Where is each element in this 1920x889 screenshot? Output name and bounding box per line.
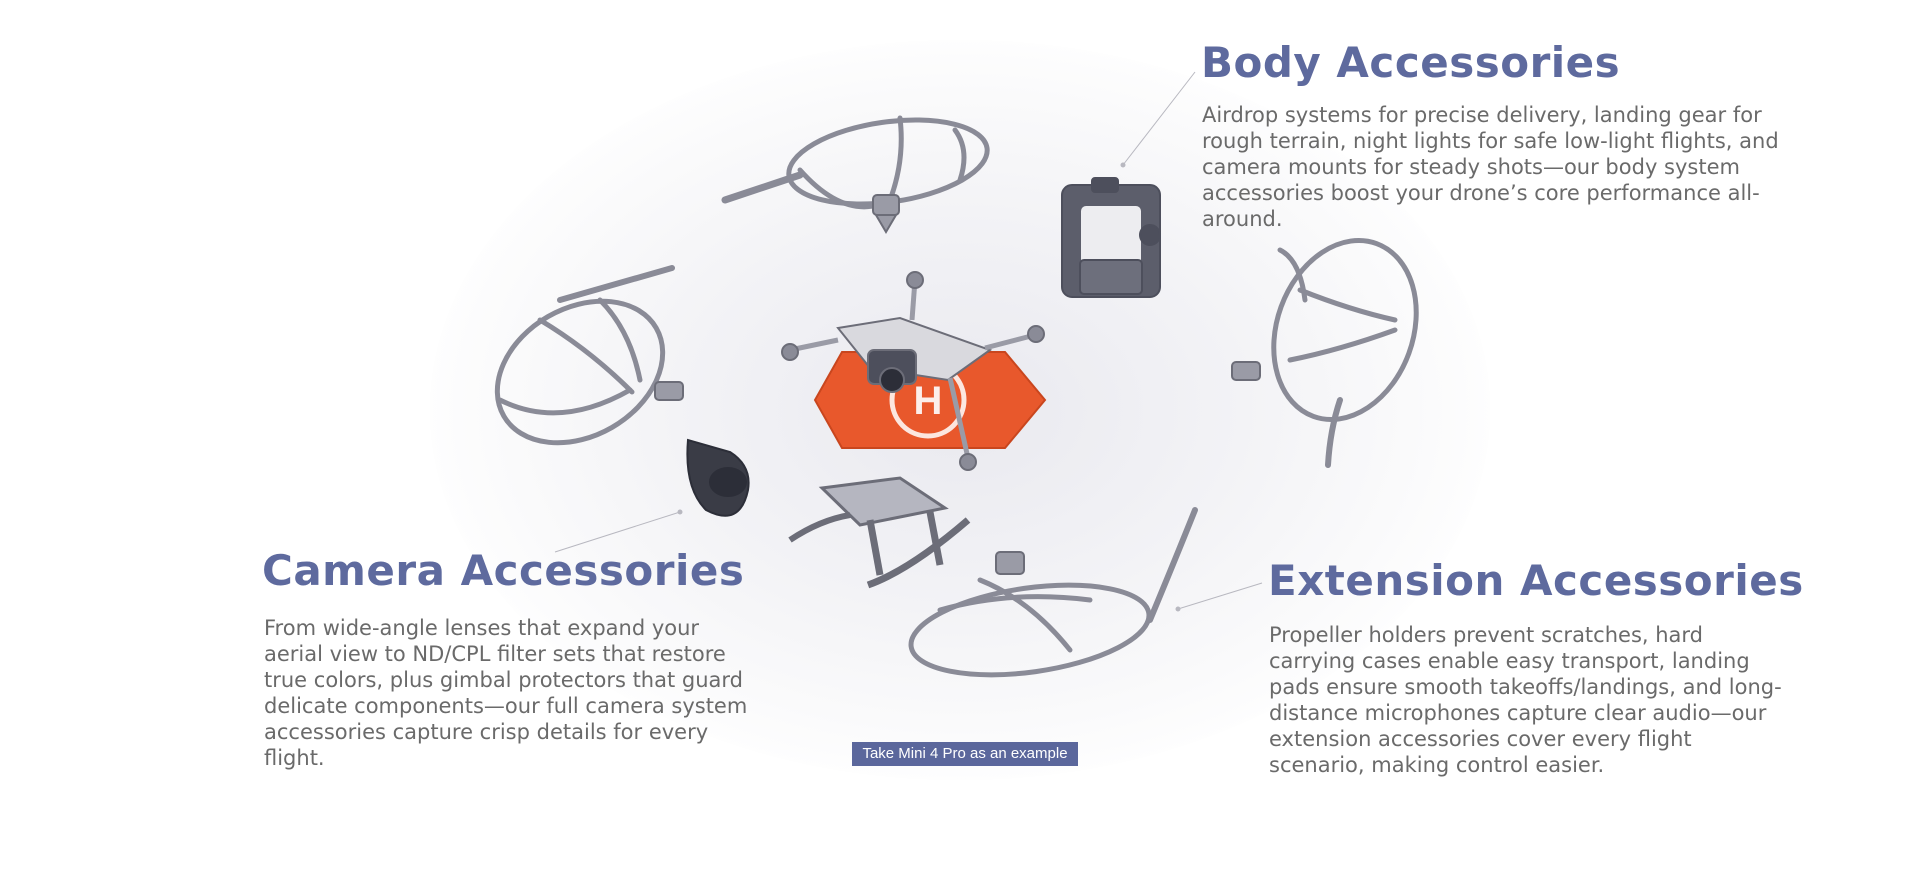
propeller-guard-top [721, 115, 990, 234]
extension-accessories-description: Propeller holders prevent scratches, har… [1269, 623, 1782, 777]
extension-callout-dot [1175, 606, 1181, 612]
camera-accessories-description: From wide-angle lenses that expand your … [264, 616, 748, 770]
callout-lines [554, 71, 1263, 612]
extension-callout-line [1177, 582, 1263, 610]
camera-callout-line [554, 511, 681, 553]
body-callout-line [1122, 71, 1196, 166]
camera-accessories-title: Camera Accessories [262, 546, 745, 595]
extension-accessories-title: Extension Accessories [1268, 556, 1804, 605]
svg-text:H: H [914, 379, 943, 423]
propeller-guard-right [1231, 237, 1419, 468]
model-example-badge: Take Mini 4 Pro as an example [852, 742, 1078, 766]
propeller-guard-left [494, 265, 684, 446]
camera-mount [1061, 177, 1161, 298]
body-callout-dot [1120, 162, 1126, 168]
body-accessories-title: Body Accessories [1201, 38, 1621, 87]
landing-gear [788, 476, 971, 589]
drone [781, 271, 1045, 471]
propeller-guard-bottom [908, 507, 1198, 678]
camera-callout-dot [677, 509, 683, 515]
gimbal-protector [686, 438, 750, 517]
body-accessories-description: Airdrop systems for precise delivery, la… [1202, 103, 1779, 231]
